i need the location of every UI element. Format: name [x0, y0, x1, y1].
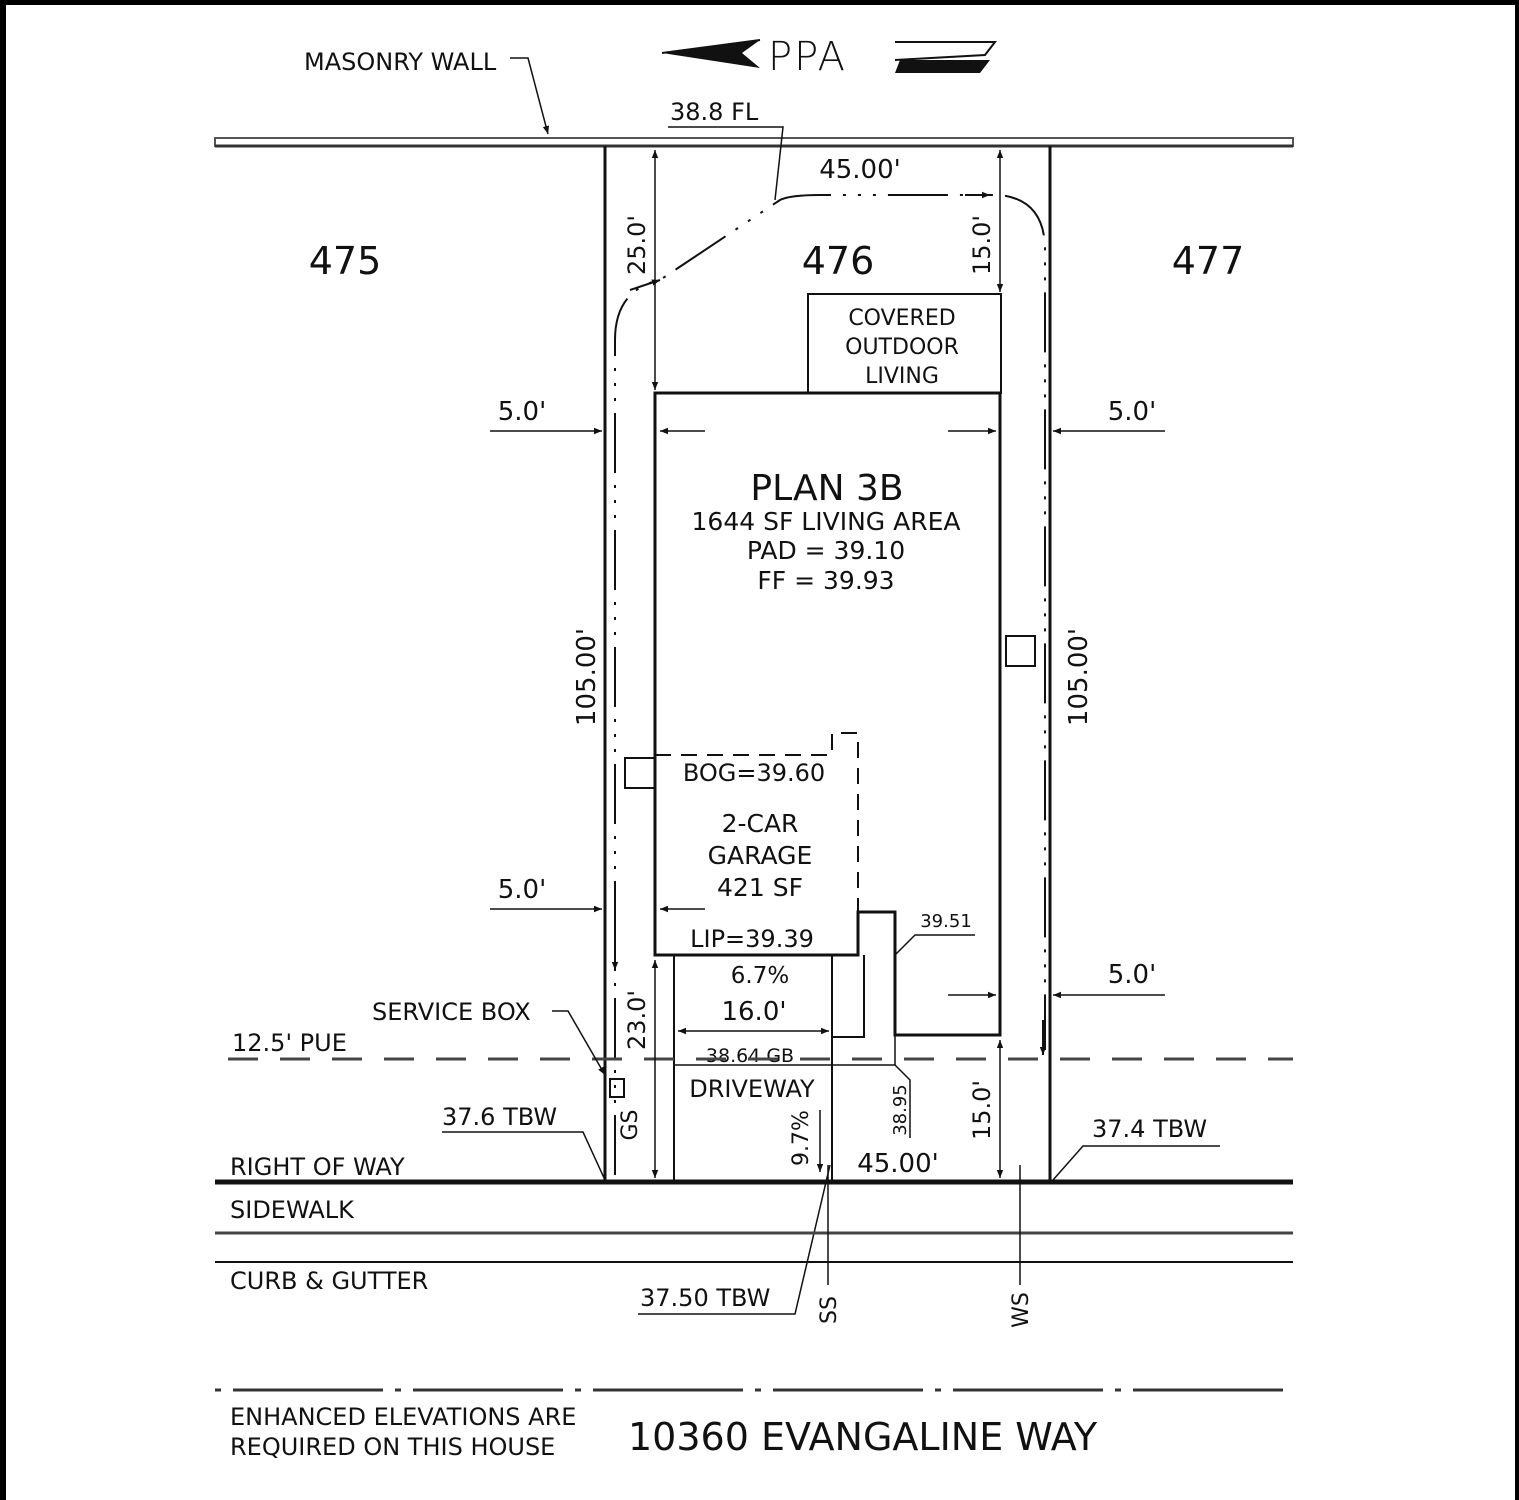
svg-text:421 SF: 421 SF: [717, 873, 803, 902]
bottom-width-dim: 45.00': [857, 1149, 939, 1179]
side-setback-left-upper: 5.0': [498, 397, 547, 427]
depth-left-dim: 105.00': [572, 628, 602, 726]
site-plan-drawing: PPA MASONRY WALL 38.8 FL 475 476 477 45.…: [214, 34, 1294, 1461]
rear-setback-right-dim: 15.0': [968, 215, 996, 275]
drainage-path: [611, 191, 1047, 1175]
service-box-label: SERVICE BOX: [372, 998, 531, 1026]
elevation-3951: 39.51: [920, 911, 972, 932]
top-width-dim: 45.00': [819, 155, 901, 185]
svg-text:OUTDOOR: OUTDOOR: [845, 335, 959, 360]
driveway-slope-lower: 9.7%: [789, 1110, 814, 1166]
driveway: 6.7% 16.0' 38.64 GB DRIVEWAY 9.7% 38.95 …: [673, 911, 975, 1182]
address-title: 10360 EVANGALINE WAY: [628, 1415, 1098, 1459]
gas-service-label: GS: [618, 1109, 643, 1140]
bog-elevation: BOG=39.60: [683, 759, 825, 787]
svg-text:2-CAR: 2-CAR: [722, 809, 799, 838]
covered-outdoor-living: COVERED OUTDOOR LIVING: [807, 293, 1002, 394]
masonry-wall-label: MASONRY WALL: [304, 48, 497, 76]
lot-number-476: 476: [802, 239, 875, 283]
north-arrow-label: PPA: [768, 34, 847, 80]
living-area: 1644 SF LIVING AREA: [692, 507, 961, 536]
driveway-label: DRIVEWAY: [689, 1075, 815, 1103]
driveway-width-dim: 16.0': [721, 997, 786, 1027]
svg-text:COVERED: COVERED: [848, 306, 955, 331]
tbw-left: 37.6 TBW: [442, 1103, 557, 1131]
driveway-slope: 6.7%: [731, 963, 789, 989]
service-box-icon: [609, 1078, 625, 1098]
lot-number-475: 475: [309, 239, 382, 283]
equipment-pad: [1005, 635, 1036, 667]
rear-setback-left-dim: 25.0': [623, 215, 651, 275]
sewer-service-label: SS: [817, 1296, 842, 1324]
lip-elevation: LIP=39.39: [690, 925, 814, 953]
depth-right-dim: 105.00': [1064, 628, 1094, 726]
plan-title: PLAN 3B: [750, 468, 903, 509]
sidewalk-label: SIDEWALK: [230, 1196, 355, 1224]
side-setback-left-lower: 5.0': [498, 875, 547, 905]
front-setback-right-dim: 15.0': [968, 1080, 996, 1140]
house-footprint: [653, 391, 1002, 1037]
grade-break-elevation: 38.64 GB: [706, 1045, 794, 1067]
side-setback-right-lower: 5.0': [1108, 960, 1157, 990]
footer-note-line2: REQUIRED ON THIS HOUSE: [230, 1433, 555, 1461]
finish-floor-elevation: FF = 39.93: [757, 566, 894, 595]
curb-gutter-label: CURB & GUTTER: [230, 1267, 428, 1295]
pue-label: 12.5' PUE: [232, 1029, 347, 1057]
pad-elevation: PAD = 39.10: [747, 536, 905, 565]
elevation-3895: 38.95: [890, 1084, 911, 1136]
side-setback-right-upper: 5.0': [1108, 397, 1157, 427]
tbw-right: 37.4 TBW: [1092, 1115, 1207, 1143]
north-arrow-icon: PPA: [661, 34, 998, 80]
right-of-way-label: RIGHT OF WAY: [230, 1153, 405, 1181]
finish-floor-label: 38.8 FL: [670, 98, 759, 126]
lot-number-477: 477: [1172, 239, 1245, 283]
masonry-wall: [214, 137, 1294, 148]
tbw-center: 37.50 TBW: [640, 1284, 770, 1312]
svg-text:LIVING: LIVING: [865, 364, 939, 389]
site-plan-sheet: PPA MASONRY WALL 38.8 FL 475 476 477 45.…: [6, 5, 1515, 1500]
svg-text:GARAGE: GARAGE: [708, 841, 813, 870]
garage: BOG=39.60 2-CAR GARAGE 421 SF LIP=39.39: [624, 732, 859, 953]
footer-note-line1: ENHANCED ELEVATIONS ARE: [230, 1403, 576, 1431]
water-service-label: WS: [1009, 1292, 1034, 1328]
front-setback-left-dim: 23.0': [623, 990, 651, 1050]
